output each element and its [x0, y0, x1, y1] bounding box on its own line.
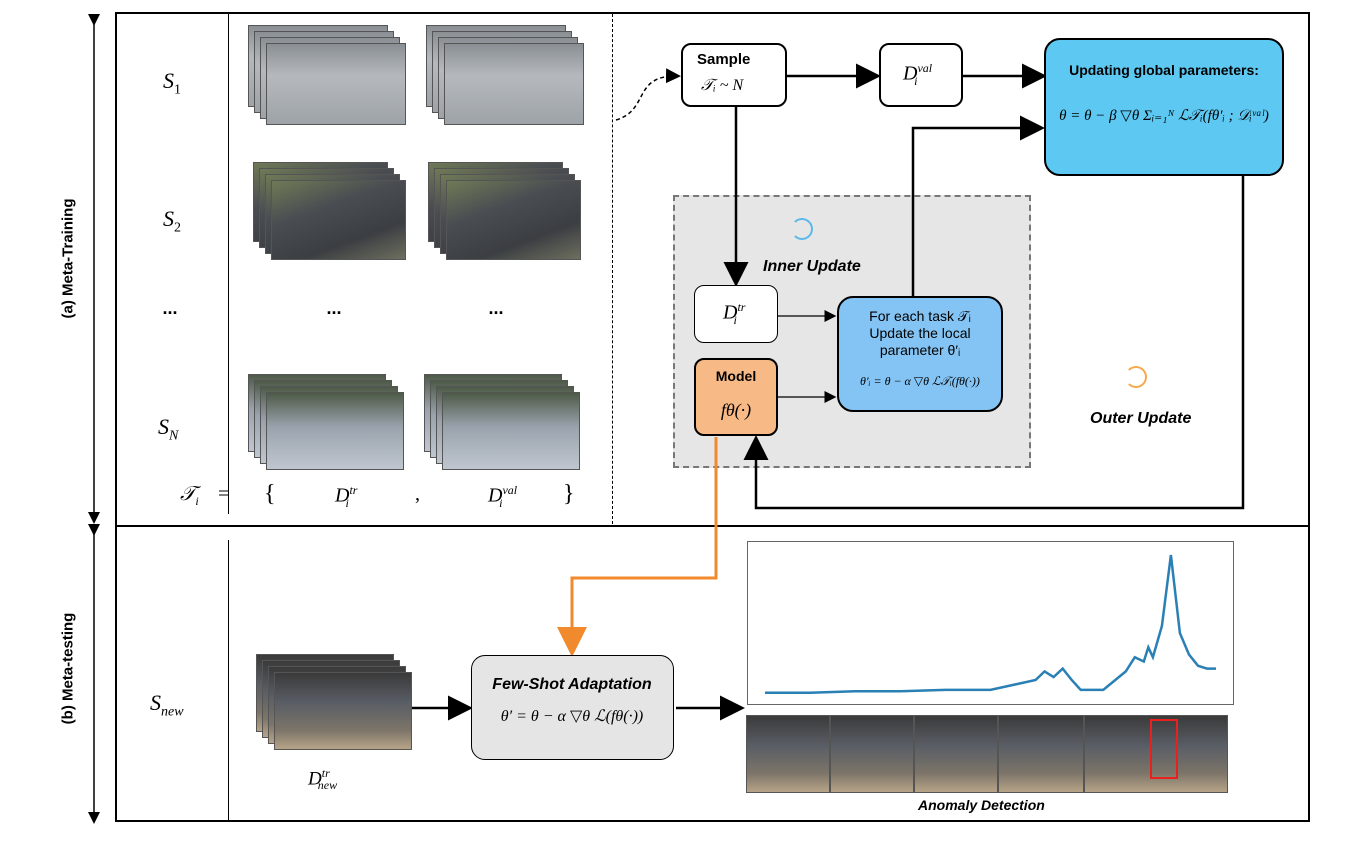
train-dots: ... [326, 298, 342, 318]
task-definition: 𝒯i = { Dtri , Dvali } [180, 481, 600, 513]
fewshot-title: Few-Shot Adaptation [492, 676, 652, 693]
task-to-global-arrow [911, 115, 1045, 296]
local-line3: parameter θ′ᵢ [879, 342, 961, 358]
anomaly-highlight-box [1150, 719, 1178, 779]
local-formula: θ′ᵢ = θ − α ▽θ ℒ𝒯ᵢ(fθ(·)) [860, 374, 980, 388]
task-symbol: 𝒯i [180, 483, 199, 508]
set-s2-label: S2 [163, 206, 181, 236]
set-dots-label: ... [162, 298, 178, 318]
anomaly-chart [765, 554, 1216, 694]
strip-frame [1084, 715, 1228, 793]
model-title: Model [715, 368, 757, 384]
local-line1: For each task 𝒯ᵢ [869, 308, 971, 324]
testing-column-divider [228, 540, 229, 820]
fewshot-formula: θ′ = θ − α ▽θ ℒ(fθ(·)) [500, 708, 644, 725]
task-open-brace: { [264, 481, 276, 507]
strip-frame [746, 715, 830, 793]
set-s1-label: S1 [163, 68, 181, 98]
dashed-sample-arrow [615, 68, 681, 121]
sample-title: Sample [697, 51, 751, 68]
anomaly-caption: Anomaly Detection [918, 797, 1045, 813]
model-box: Model fθ(·) [694, 358, 778, 436]
inner-refresh-icon [791, 218, 813, 240]
task-dashed-divider [612, 14, 613, 524]
set-snew-label: Snew [150, 690, 184, 720]
strip-frame [830, 715, 914, 793]
local-update-box: For each task 𝒯ᵢ Update the local parame… [837, 296, 1003, 412]
task-dtr: Dtri [335, 483, 358, 510]
outer-refresh-icon [1125, 366, 1147, 388]
model-to-fewshot-arrow [557, 437, 718, 657]
val-dots: ... [488, 298, 504, 318]
meta-testing-panel [115, 527, 1310, 822]
sample-box: Sample 𝒯ᵢ ~ N [681, 43, 787, 107]
task-dval: Dvali [488, 483, 518, 510]
sample-formula: 𝒯ᵢ ~ N [701, 77, 744, 94]
set-column-divider [228, 14, 229, 514]
global-update-box: Updating global parameters: θ = θ − β ▽θ… [1044, 38, 1284, 176]
anomaly-score-line [765, 554, 1216, 694]
dtr-box: Dtri [694, 285, 778, 343]
inner-update-title: Inner Update [763, 258, 861, 275]
fewshot-box: Few-Shot Adaptation θ′ = θ − α ▽θ ℒ(fθ(·… [471, 655, 674, 760]
left-arrows [88, 14, 100, 824]
dnew-label: Dtrnew [308, 766, 338, 793]
local-line2: Update the local [869, 325, 971, 341]
task-equals: = [218, 483, 230, 505]
task-close-brace: } [563, 481, 575, 507]
dval-label: Dvali [903, 61, 933, 88]
model-formula: fθ(·) [720, 400, 752, 420]
dval-box: Dvali [879, 43, 963, 107]
global-formula: θ = θ − β ▽θ Σᵢ₌₁ᴺ ℒ𝒯ᵢ(fθ′ᵢ ; 𝒟ᵢᵛᵃˡ) [1059, 108, 1269, 124]
meta-training-panel [115, 12, 1310, 527]
global-title: Updating global parameters: [1069, 62, 1259, 78]
set-sn-label: SN [158, 414, 179, 444]
dtr-label: Dtri [723, 300, 746, 327]
global-to-model-arrow [743, 175, 1245, 510]
outer-update-title: Outer Update [1090, 410, 1192, 427]
strip-frame [998, 715, 1084, 793]
strip-frame [914, 715, 998, 793]
anomaly-chart-frame [747, 541, 1234, 705]
task-comma: , [415, 483, 420, 505]
